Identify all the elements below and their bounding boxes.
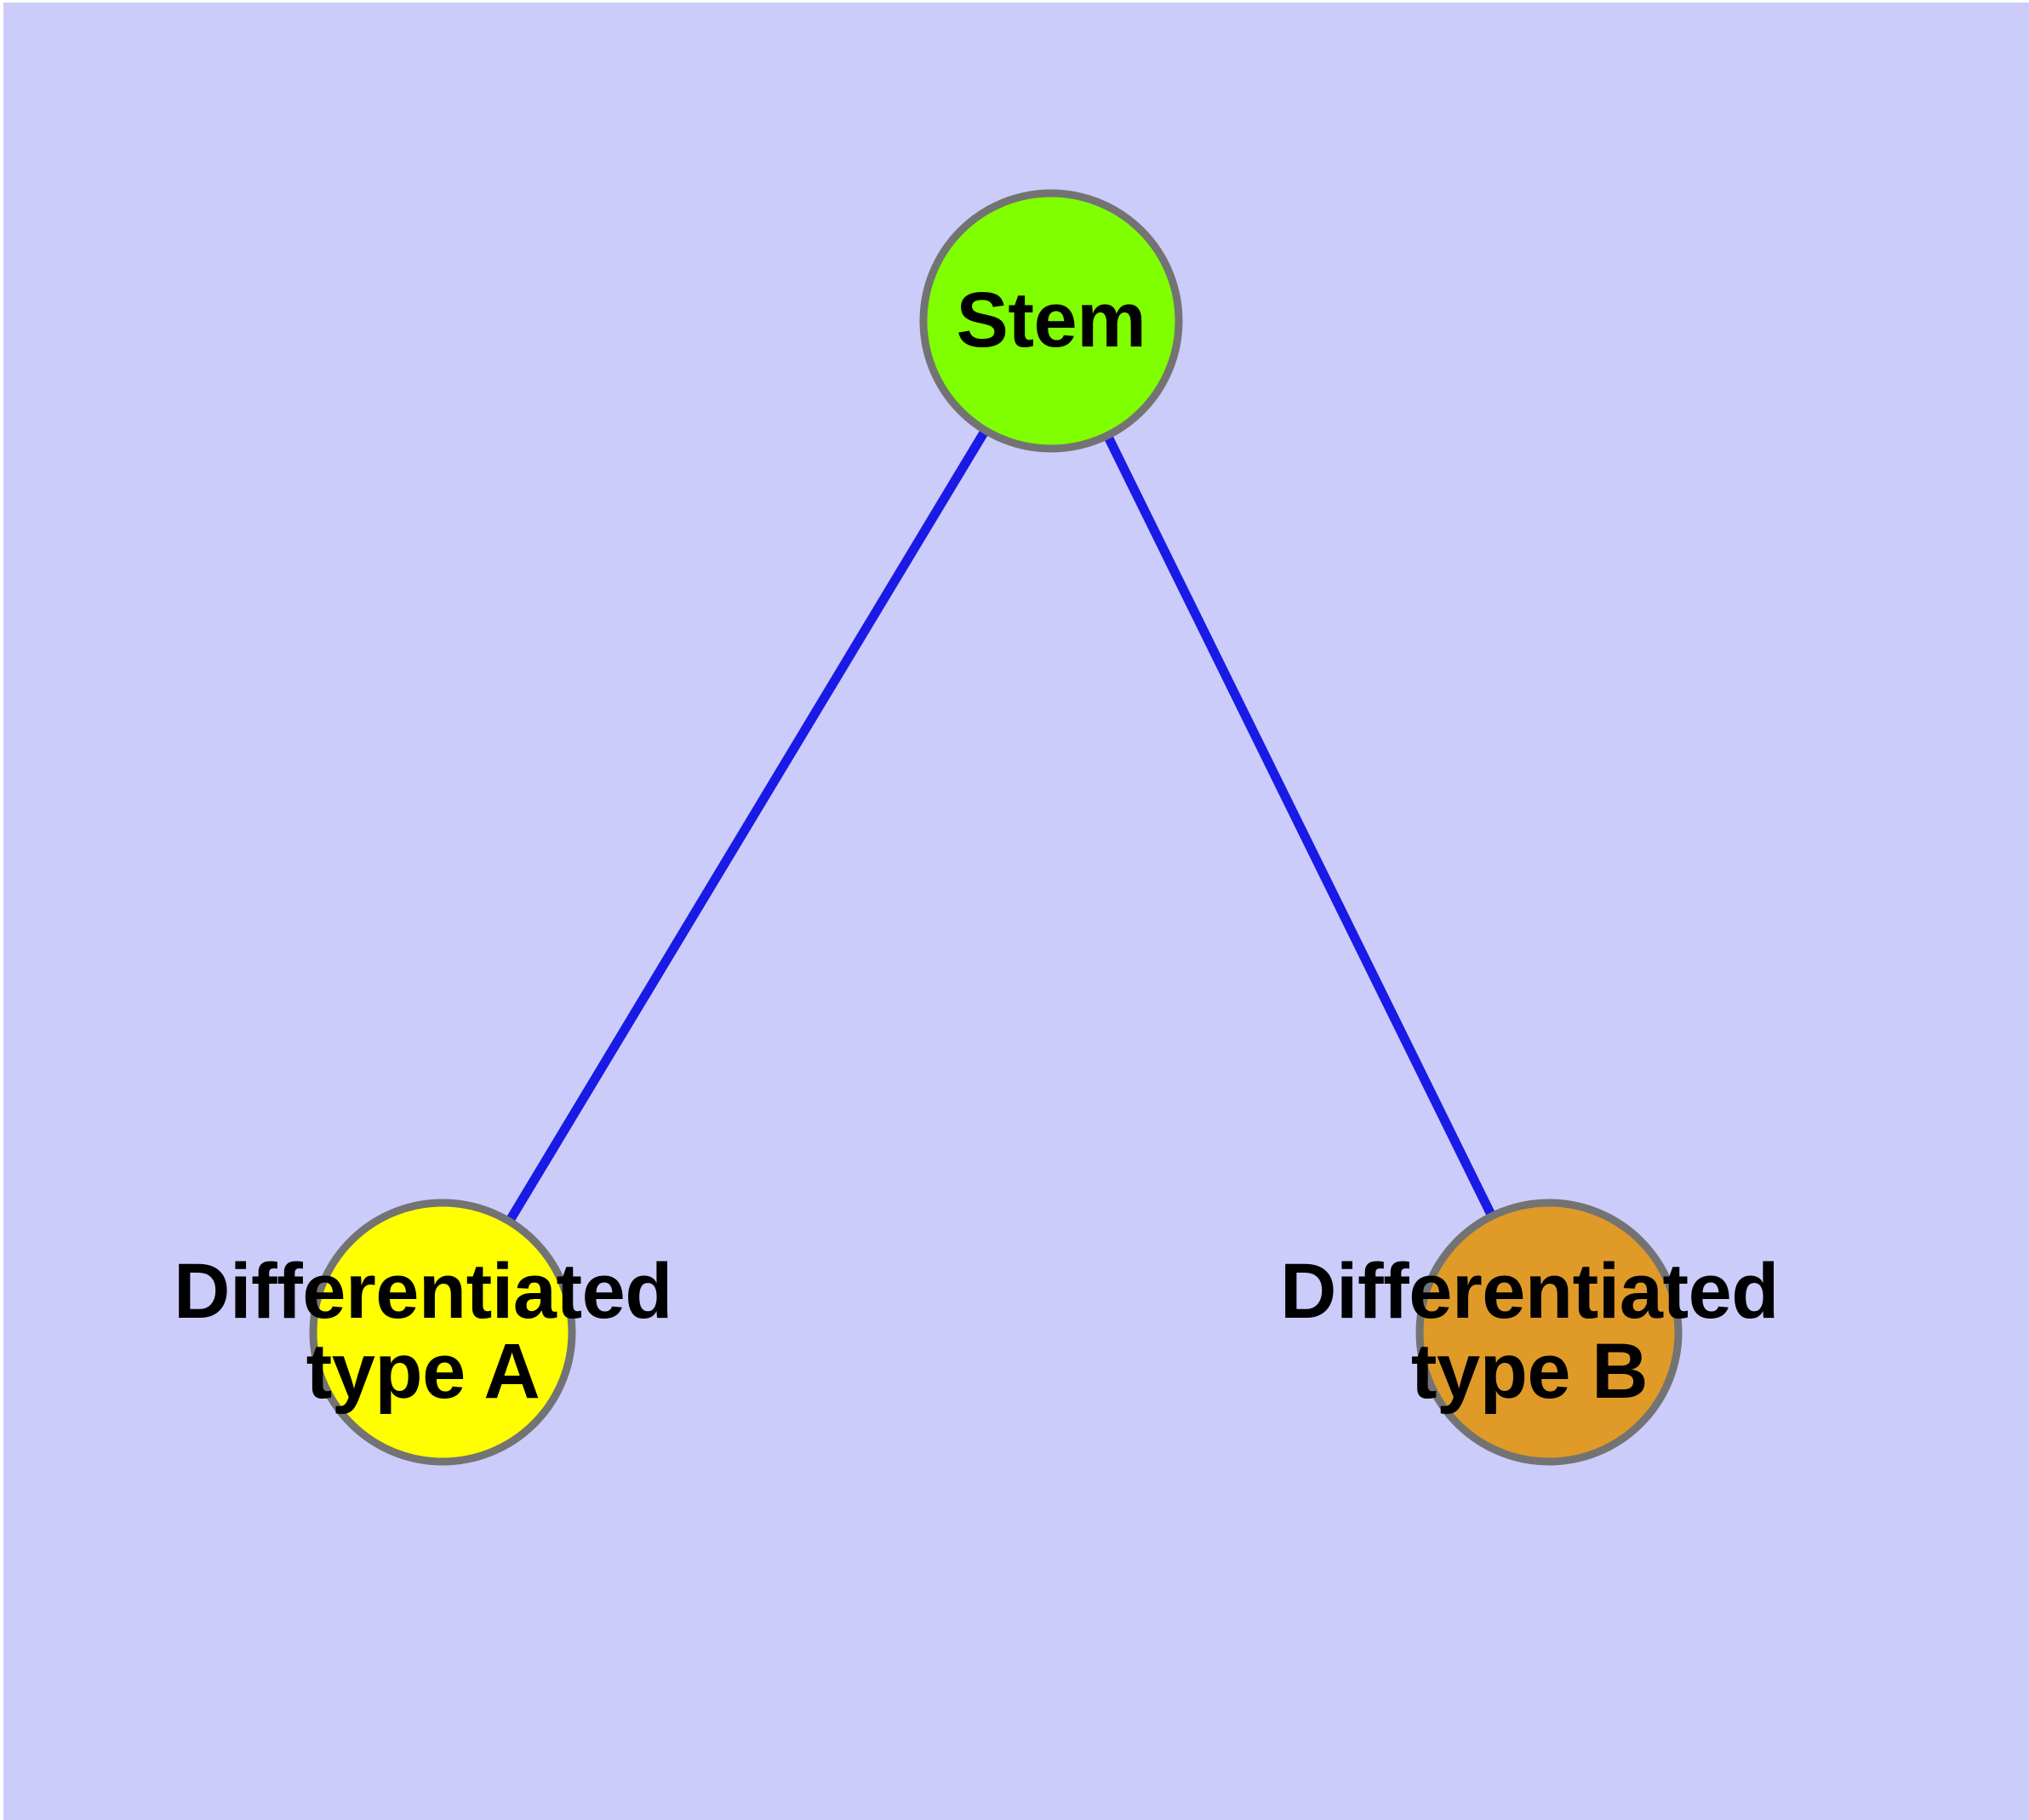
edges-group	[506, 428, 1496, 1223]
edge-stem-diff-b	[1103, 434, 1496, 1218]
node-diff-b[interactable]	[1415, 1199, 1683, 1466]
edge-stem-diff-a	[506, 428, 989, 1223]
node-diff-a[interactable]	[309, 1199, 576, 1466]
node-stem[interactable]	[919, 189, 1183, 453]
nodes-group	[309, 189, 1683, 1466]
